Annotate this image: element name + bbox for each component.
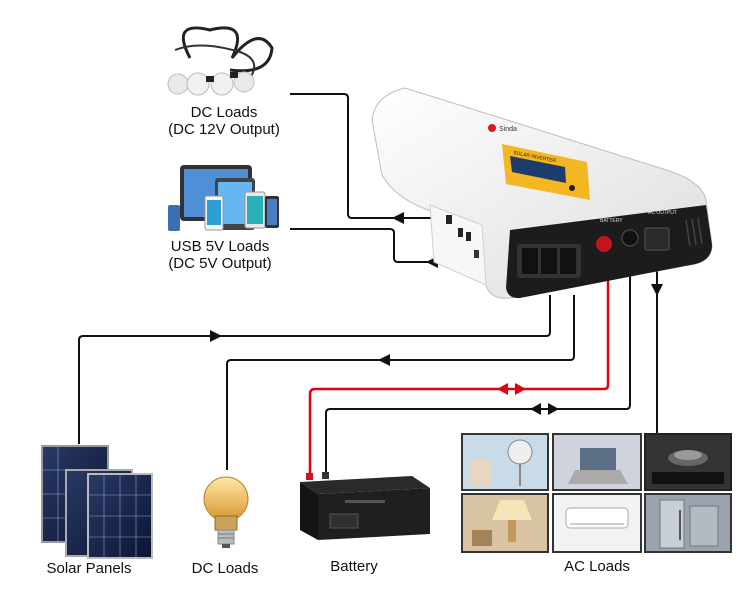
battery-icon — [300, 472, 430, 540]
port-side-3 — [474, 250, 479, 258]
vents — [685, 217, 703, 247]
bulb-cable-icon — [167, 26, 274, 96]
inverter-side — [429, 204, 487, 286]
wires — [78, 93, 658, 476]
dc-loads-top-subtitle: (DC 12V Output) — [168, 121, 280, 138]
dc-loads-top-label: DC Loads (DC 12V Output) — [158, 104, 290, 138]
dc-loads-bottom-label: DC Loads — [191, 560, 259, 577]
port-dc12v — [446, 215, 452, 224]
wire-dc-bottom — [226, 295, 575, 470]
lcd-screen — [510, 156, 566, 183]
arrow-left-dc-bottom — [378, 354, 390, 366]
arrow-bidirectional-battery-neg-left — [530, 403, 541, 415]
ac-loads-label: AC Loads — [564, 558, 630, 575]
port-usb-2 — [466, 232, 471, 241]
tablet-phone-icon — [168, 165, 279, 231]
bulb-icon — [203, 476, 249, 548]
arrow-bidirectional-battery-neg-right — [548, 403, 559, 415]
port-battery-label: BATTERY — [600, 218, 623, 224]
power-button-icon — [569, 185, 575, 191]
ac-appliance-icon — [461, 433, 732, 553]
port-usb-1 — [458, 228, 463, 237]
arrow-bidirectional-battery-pos-left — [497, 383, 508, 395]
usb-loads-label: USB 5V Loads (DC 5V Output) — [160, 238, 280, 272]
wire-solar — [78, 295, 551, 444]
port-ac-output-label: AC OUTPUT — [648, 210, 677, 216]
battery-label: Battery — [330, 558, 378, 575]
arrow-left-dc12v — [392, 212, 404, 224]
arrow-bidirectional-battery-pos-right — [515, 383, 526, 395]
arrow-down-ac — [651, 284, 663, 296]
wire-usb5v — [290, 228, 470, 263]
battery-terminal-negative — [621, 229, 639, 247]
inverter: BATTERY AC OUTPUT Sinda SOLAR INVERTER — [371, 87, 713, 299]
usb-loads-subtitle: (DC 5V Output) — [168, 255, 272, 272]
ac-outlet — [644, 227, 670, 251]
brand-logo-icon — [488, 124, 496, 132]
solar-panel-icon — [41, 445, 153, 559]
dc-loads-top-title: DC Loads — [190, 104, 258, 121]
brand-name: Sinda — [499, 126, 517, 133]
usb-loads-title: USB 5V Loads — [170, 238, 270, 255]
wire-battery-pos — [308, 240, 610, 476]
solar-panels-label: Solar Panels — [46, 560, 132, 577]
wire-dc12v — [290, 93, 442, 219]
battery-terminal-positive — [596, 236, 612, 252]
wire-battery-neg — [325, 240, 631, 476]
arrow-right-solar — [210, 330, 222, 342]
